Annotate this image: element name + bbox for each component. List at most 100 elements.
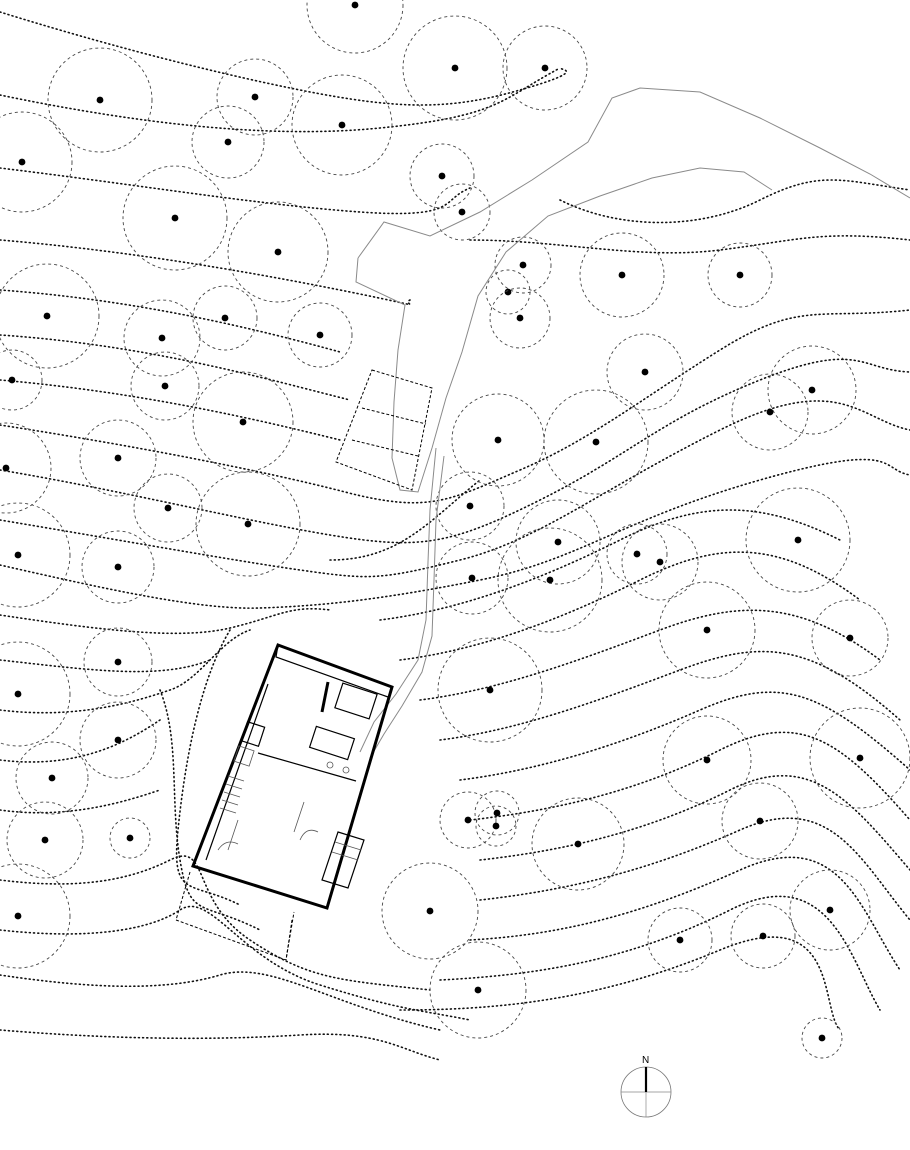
tree-canopy [0,502,71,608]
tree-canopy [0,263,100,369]
tree-trunk [244,520,252,528]
tree-canopy [579,232,665,318]
tree-trunk [846,634,854,642]
tree-canopy [437,637,543,743]
tree-trunk [114,454,122,462]
tree-canopy [730,903,796,969]
tree-trunk [574,840,582,848]
tree-canopy [658,581,756,679]
contour-line [0,971,441,1031]
tree-trunk [451,64,459,72]
tree-canopy [47,47,153,153]
contour-line [0,855,431,991]
tree-trunk [818,1034,826,1042]
contour-line [0,167,471,215]
tree-trunk [856,754,864,762]
tree-canopy [195,471,301,577]
tree-canopy [409,143,475,209]
tree-canopy [15,741,89,815]
tree-canopy [133,473,203,543]
tree-canopy [767,345,857,435]
contour-line [0,607,331,635]
contour-lines [0,11,910,1061]
tree-canopy [489,287,551,349]
tree-canopy [433,183,491,241]
tree-canopy [439,791,497,849]
contour-line [0,11,568,106]
tree-canopy [745,487,851,593]
contour-line [0,334,351,401]
tree-trunk [14,690,22,698]
contour-line [439,650,901,741]
tree-canopy [83,627,153,697]
tree-canopy [475,805,517,847]
contour-line [479,774,910,871]
tree-canopy [809,707,910,809]
tree-trunk [766,408,774,416]
tree-canopy [109,817,151,859]
tree-trunk [641,368,649,376]
tree-trunk [274,248,282,256]
tree-trunk [426,907,434,915]
tree-trunk [114,563,122,571]
tree-trunk [493,809,501,817]
tree-canopy [543,389,649,495]
contour-line [0,629,251,714]
tree-trunk [316,331,324,339]
tree-trunk [224,138,232,146]
tree-canopy [216,58,294,136]
tree-canopy [515,499,601,585]
tree-trunk [14,912,22,920]
contour-line [0,379,341,441]
tree-trunk [126,834,134,842]
tree-trunk [221,314,229,322]
driveway [355,87,910,759]
tree-canopy [707,242,773,308]
contour-line [469,235,910,254]
tree-canopy [6,801,84,879]
contour-line [0,789,161,814]
contour-line [399,551,861,661]
tree-trunk [48,774,56,782]
tree-canopy [435,471,505,541]
tree-canopy [731,373,809,451]
tree-trunk [114,736,122,744]
tree-canopy [79,419,157,497]
tree-trunk [618,271,626,279]
contour-line [175,629,241,906]
tree-canopy [429,941,527,1039]
tree-canopies [0,0,910,1059]
stair [219,775,245,814]
tree-trunk [474,986,482,994]
tree-trunk [239,418,247,426]
tree-canopy [606,333,684,411]
tree-trunk [466,502,474,510]
tree-trunk [794,536,802,544]
contour-line [0,239,411,306]
tree-canopy [662,715,752,805]
tree-canopy [811,599,889,677]
contour-line [479,817,910,921]
contour-line [399,936,841,1031]
tree-canopy [79,701,157,779]
contour-line [0,659,211,673]
tree-trunk [703,626,711,634]
tree-canopy [306,0,404,54]
tree-trunk [164,504,172,512]
tree-canopy [497,527,603,633]
tree-trunk [504,288,512,296]
contour-line [0,67,561,133]
tree-trunk [759,932,767,940]
tree-trunk [171,214,179,222]
tree-trunk [554,538,562,546]
contour-line [0,905,471,1021]
tree-canopy [801,1017,843,1059]
tree-trunk [546,576,554,584]
tree-trunk [2,464,10,472]
contour-line [329,479,481,561]
tree-canopy [191,105,265,179]
tree-trunk [96,96,104,104]
tree-trunk [14,551,22,559]
tree-canopy [192,371,294,473]
